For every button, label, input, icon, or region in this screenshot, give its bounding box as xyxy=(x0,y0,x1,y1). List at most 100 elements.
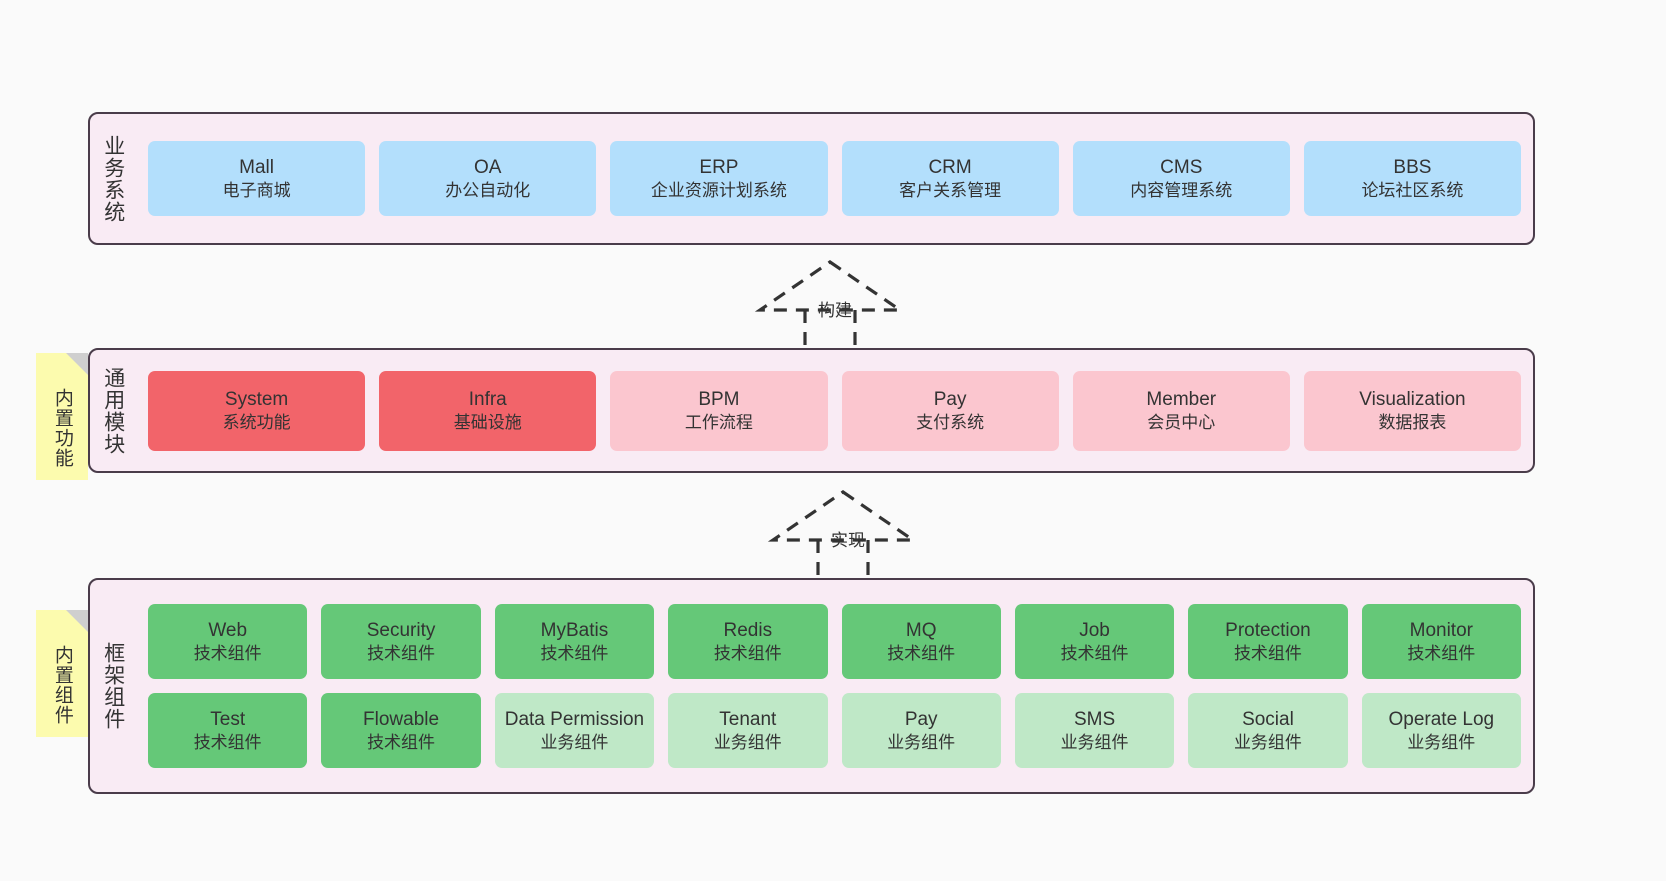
node-protection-title: Protection xyxy=(1225,620,1311,641)
node-job-title: Job xyxy=(1079,620,1110,641)
sticky-fold-corner-icon xyxy=(66,610,88,632)
node-social[interactable]: Social 业务组件 xyxy=(1188,693,1348,768)
node-infra-subtitle: 基础设施 xyxy=(453,412,522,432)
node-bbs-title: BBS xyxy=(1393,157,1432,178)
node-visualization[interactable]: Visualization 数据报表 xyxy=(1303,370,1522,451)
node-system-subtitle: 系统功能 xyxy=(222,412,291,432)
node-mq[interactable]: MQ 技术组件 xyxy=(841,604,1001,679)
node-bpm-subtitle: 工作流程 xyxy=(684,412,753,432)
layer-business-system-label: 业务系统 xyxy=(101,134,125,223)
layer-framework-component-label: 框架组件 xyxy=(101,642,125,730)
node-bpm[interactable]: BPM 工作流程 xyxy=(610,370,828,451)
node-pay-component[interactable]: Pay 业务组件 xyxy=(841,693,1001,768)
layer-business-system-body: Mall 电子商城 OA 办公自动化 ERP 企业资源计划系统 CRM 客户关系… xyxy=(136,114,1533,243)
node-oa-title: OA xyxy=(474,157,502,178)
node-operate-log[interactable]: Operate Log 业务组件 xyxy=(1361,693,1521,768)
node-sms[interactable]: SMS 业务组件 xyxy=(1014,693,1175,768)
node-redis[interactable]: Redis 技术组件 xyxy=(668,604,828,679)
node-pay-component-subtitle: 业务组件 xyxy=(887,732,956,752)
node-tenant[interactable]: Tenant 业务组件 xyxy=(668,693,828,768)
node-web-subtitle: 技术组件 xyxy=(193,643,262,663)
node-pay-component-title: Pay xyxy=(904,709,938,730)
node-monitor-subtitle: 技术组件 xyxy=(1407,643,1476,663)
sticky-note-builtin-features-text: 内置功能 xyxy=(51,387,73,468)
sticky-note-builtin-components-text: 内置组件 xyxy=(51,644,73,725)
node-oa-subtitle: 办公自动化 xyxy=(445,180,531,200)
node-cms-subtitle: 内容管理系统 xyxy=(1130,180,1233,200)
node-mybatis[interactable]: MyBatis 技术组件 xyxy=(494,604,655,679)
node-test-subtitle: 技术组件 xyxy=(193,732,262,752)
node-crm[interactable]: CRM 客户关系管理 xyxy=(841,141,1059,216)
node-bpm-title: BPM xyxy=(698,389,740,410)
node-bbs-subtitle: 论坛社区系统 xyxy=(1361,180,1464,200)
node-cms[interactable]: CMS 内容管理系统 xyxy=(1072,141,1290,216)
node-data-permission[interactable]: Data Permission 业务组件 xyxy=(494,693,655,768)
layer-business-system: 业务系统 Mall 电子商城 OA 办公自动化 ERP 企业资源计划系统 CRM… xyxy=(88,112,1535,245)
node-crm-title: CRM xyxy=(928,157,972,178)
node-cms-title: CMS xyxy=(1160,157,1203,178)
node-flowable-subtitle: 技术组件 xyxy=(367,732,436,752)
node-test-title: Test xyxy=(210,709,246,730)
node-bbs[interactable]: BBS 论坛社区系统 xyxy=(1303,141,1522,216)
node-visualization-title: Visualization xyxy=(1359,389,1466,410)
node-web[interactable]: Web 技术组件 xyxy=(148,604,308,679)
node-visualization-subtitle: 数据报表 xyxy=(1378,412,1447,432)
node-monitor[interactable]: Monitor 技术组件 xyxy=(1361,604,1521,679)
node-mq-title: MQ xyxy=(905,620,937,641)
node-member[interactable]: Member 会员中心 xyxy=(1072,370,1290,451)
node-erp-subtitle: 企业资源计划系统 xyxy=(650,180,787,200)
node-erp[interactable]: ERP 企业资源计划系统 xyxy=(610,141,828,216)
layer-common-module-body: System 系统功能 Infra 基础设施 BPM 工作流程 Pay 支付系统… xyxy=(136,350,1533,471)
node-mall-title: Mall xyxy=(239,157,274,178)
node-job[interactable]: Job 技术组件 xyxy=(1014,604,1175,679)
sticky-note-builtin-features: 内置功能 xyxy=(36,353,88,480)
node-web-title: Web xyxy=(208,620,248,641)
node-system[interactable]: System 系统功能 xyxy=(148,370,366,451)
node-protection-subtitle: 技术组件 xyxy=(1233,643,1302,663)
node-pay-module[interactable]: Pay 支付系统 xyxy=(841,370,1059,451)
node-system-title: System xyxy=(224,389,289,410)
node-erp-title: ERP xyxy=(699,157,739,178)
node-protection[interactable]: Protection 技术组件 xyxy=(1188,604,1348,679)
node-sms-subtitle: 业务组件 xyxy=(1060,732,1129,752)
node-mybatis-title: MyBatis xyxy=(540,620,609,641)
sticky-note-builtin-components: 内置组件 xyxy=(36,610,88,737)
node-mall-subtitle: 电子商城 xyxy=(222,180,291,200)
node-oa[interactable]: OA 办公自动化 xyxy=(379,141,597,216)
node-tenant-title: Tenant xyxy=(719,709,777,730)
framework-row-technical: Web 技术组件 Security 技术组件 MyBatis 技术组件 Redi… xyxy=(148,604,1521,679)
node-social-subtitle: 业务组件 xyxy=(1233,732,1302,752)
node-security-title: Security xyxy=(366,620,436,641)
layer-common-module-label: 通用模块 xyxy=(101,366,125,455)
node-flowable[interactable]: Flowable 技术组件 xyxy=(321,693,481,768)
node-tenant-subtitle: 业务组件 xyxy=(713,732,782,752)
framework-row-business: Test 技术组件 Flowable 技术组件 Data Permission … xyxy=(148,693,1521,768)
node-pay-module-title: Pay xyxy=(933,389,967,410)
node-security[interactable]: Security 技术组件 xyxy=(321,604,481,679)
node-mybatis-subtitle: 技术组件 xyxy=(540,643,609,663)
node-mq-subtitle: 技术组件 xyxy=(887,643,956,663)
layer-common-module: 通用模块 System 系统功能 Infra 基础设施 BPM 工作流程 Pay… xyxy=(88,348,1535,473)
node-redis-title: Redis xyxy=(723,620,773,641)
node-crm-subtitle: 客户关系管理 xyxy=(899,180,1002,200)
sticky-fold-corner-icon xyxy=(66,353,88,375)
node-mall[interactable]: Mall 电子商城 xyxy=(148,141,366,216)
node-social-title: Social xyxy=(1242,709,1294,730)
node-sms-title: SMS xyxy=(1073,709,1116,730)
node-monitor-title: Monitor xyxy=(1409,620,1473,641)
node-infra[interactable]: Infra 基础设施 xyxy=(379,370,597,451)
node-test[interactable]: Test 技术组件 xyxy=(148,693,308,768)
node-pay-module-subtitle: 支付系统 xyxy=(916,412,985,432)
node-flowable-title: Flowable xyxy=(363,709,440,730)
node-member-subtitle: 会员中心 xyxy=(1147,412,1216,432)
connector-implement-label: 实现 xyxy=(831,531,865,550)
node-data-permission-subtitle: 业务组件 xyxy=(540,732,609,752)
node-job-subtitle: 技术组件 xyxy=(1060,643,1129,663)
node-infra-title: Infra xyxy=(468,389,507,410)
connector-build-label: 构建 xyxy=(818,301,852,320)
node-member-title: Member xyxy=(1146,389,1217,410)
layer-framework-component-body: Web 技术组件 Security 技术组件 MyBatis 技术组件 Redi… xyxy=(136,580,1533,792)
layer-framework-component: 框架组件 Web 技术组件 Security 技术组件 MyBatis 技术组件… xyxy=(88,578,1535,794)
node-operate-log-title: Operate Log xyxy=(1388,709,1495,730)
